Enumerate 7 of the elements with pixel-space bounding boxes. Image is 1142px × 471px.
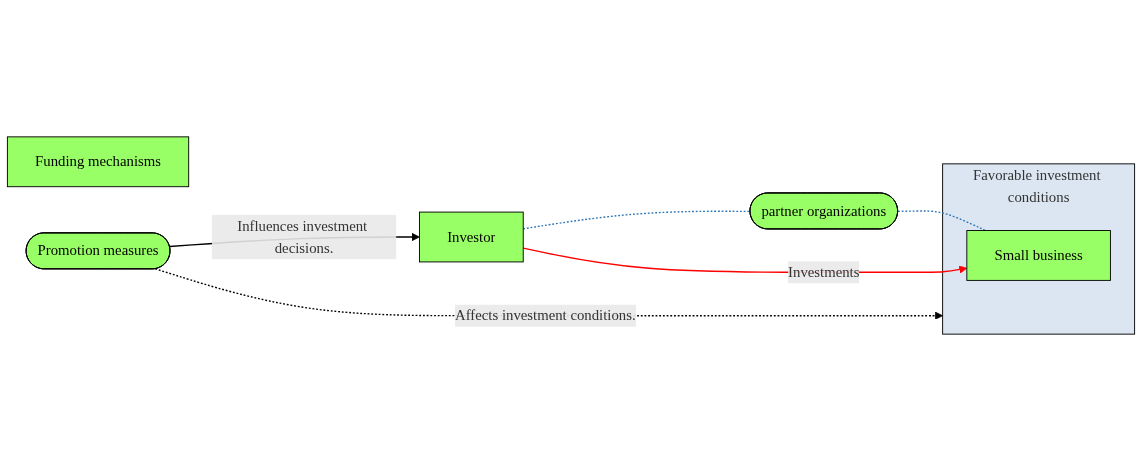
edge-label: Investments xyxy=(788,264,860,280)
edge-label: Affects investment conditions. xyxy=(455,307,636,324)
node-box: Small business xyxy=(966,230,1111,281)
connector xyxy=(897,210,987,232)
edge-label: Influences investment decisions. xyxy=(237,217,368,256)
node-box: Funding mechanisms xyxy=(6,136,190,188)
node-box: Investor xyxy=(419,211,524,263)
